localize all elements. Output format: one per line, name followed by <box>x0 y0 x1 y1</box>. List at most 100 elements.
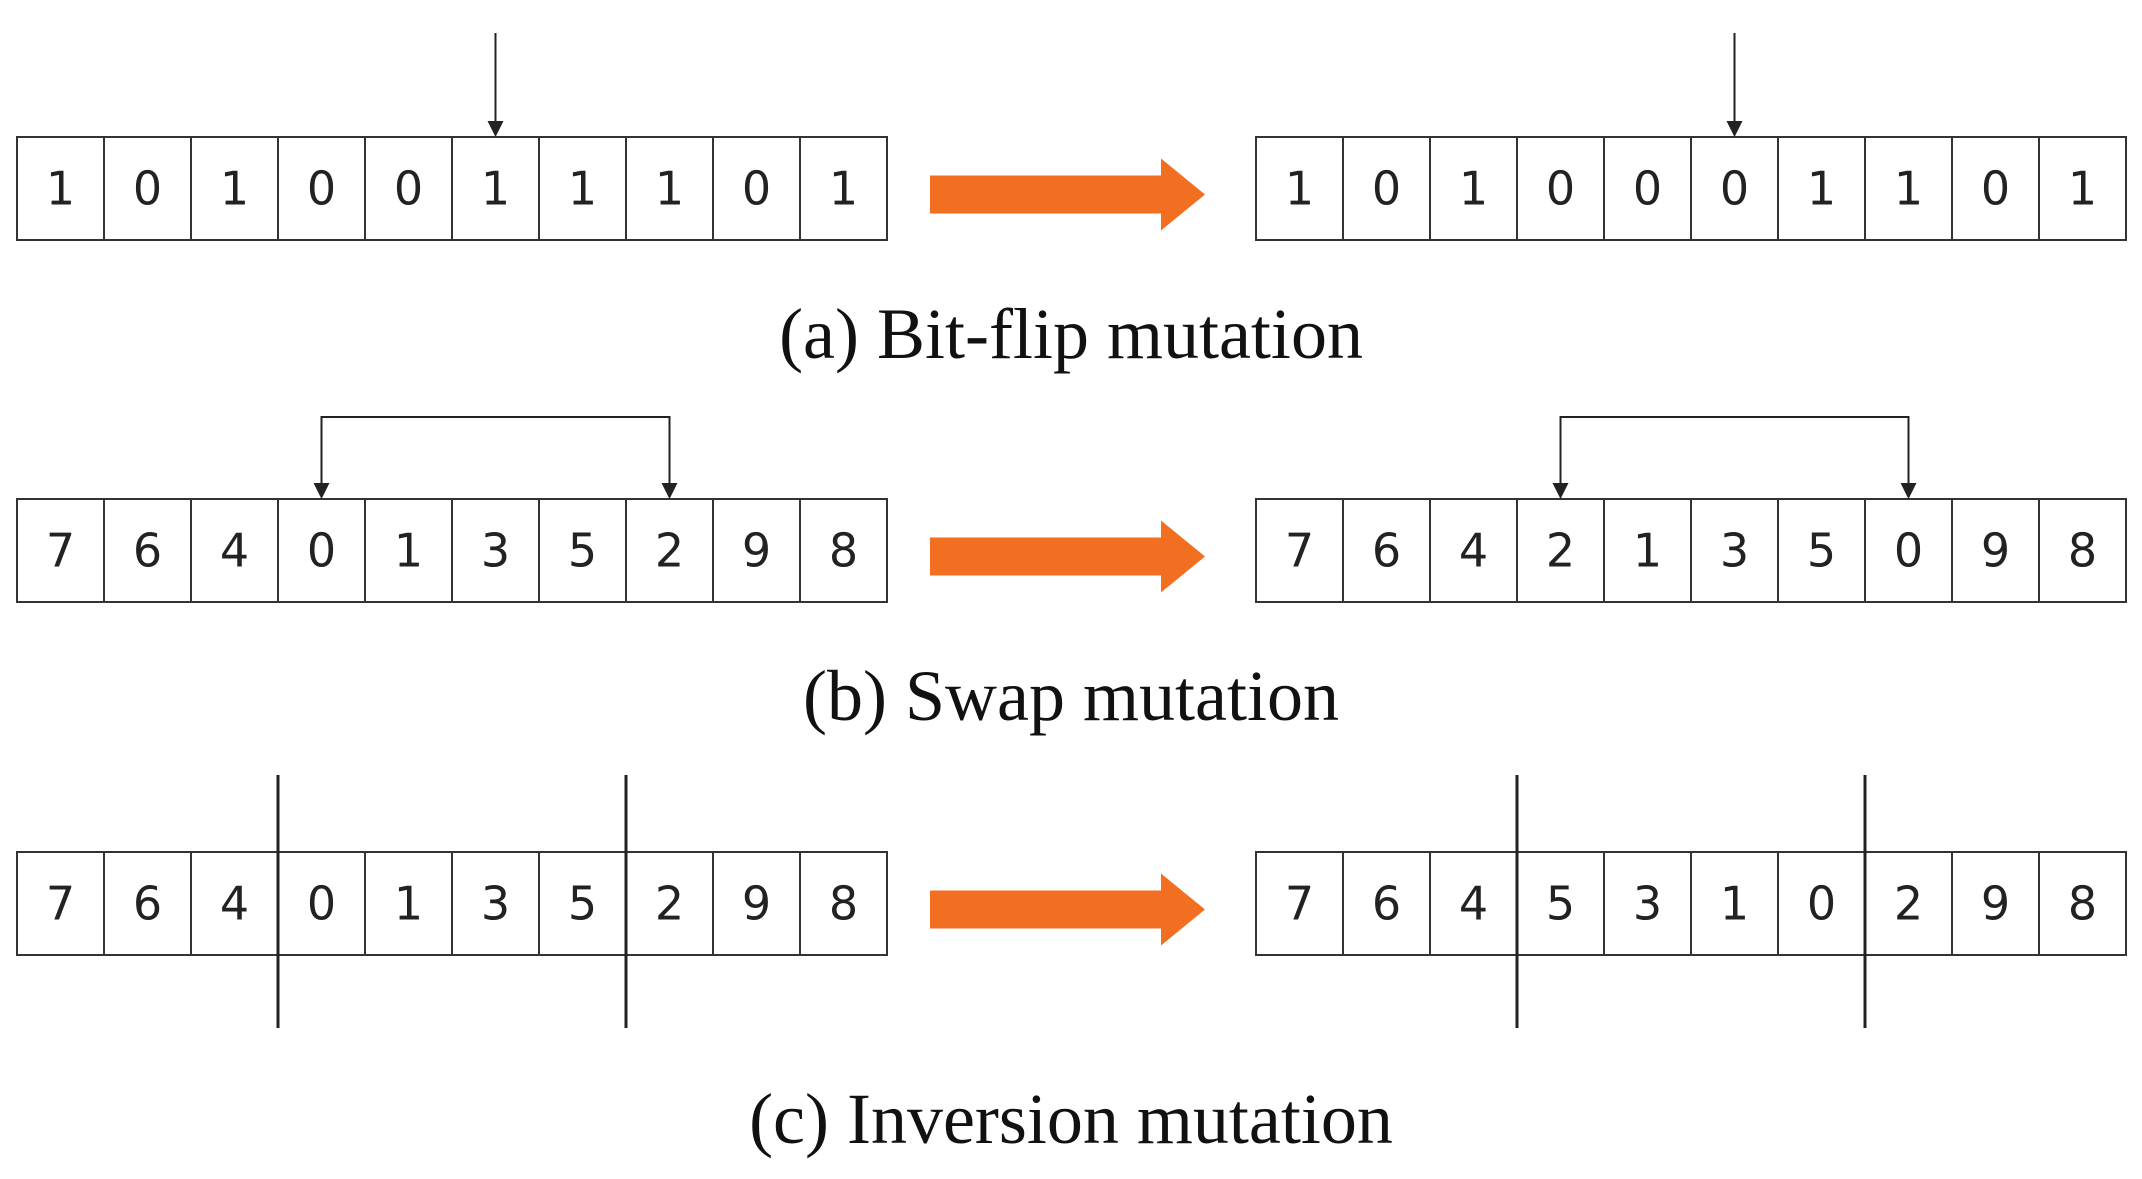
cell-box <box>625 851 714 956</box>
cell-box <box>538 136 627 241</box>
cell-value: 2 <box>655 524 684 578</box>
cell-value: 2 <box>1546 524 1575 578</box>
cell-box <box>1690 136 1779 241</box>
cell-value: 1 <box>1459 162 1488 216</box>
array-cell: 4 <box>190 851 279 956</box>
cell-value: 3 <box>481 877 510 931</box>
cell-value: 1 <box>1894 162 1923 216</box>
cell-value: 8 <box>2068 877 2097 931</box>
arrowhead <box>661 483 678 499</box>
cell-box <box>1255 851 1344 956</box>
array-cell: 8 <box>799 498 888 603</box>
array-cell: 8 <box>2038 498 2127 603</box>
array-cell: 0 <box>1516 136 1605 241</box>
array-cell: 4 <box>1429 498 1518 603</box>
array-cell: 3 <box>1690 498 1779 603</box>
array-cell: 6 <box>103 498 192 603</box>
cell-value: 5 <box>1807 524 1836 578</box>
cell-value: 6 <box>133 877 162 931</box>
array-cell: 6 <box>1342 498 1431 603</box>
cell-box <box>1864 498 1953 603</box>
cell-value: 9 <box>1981 524 2010 578</box>
cell-value: 7 <box>1285 524 1314 578</box>
swap-bracket <box>313 416 678 499</box>
array-cell: 5 <box>538 498 627 603</box>
cell-box <box>103 136 192 241</box>
array-cell: 1 <box>364 498 453 603</box>
cell-value: 4 <box>1459 524 1488 578</box>
cell-value: 2 <box>655 877 684 931</box>
array-cell: 7 <box>1255 498 1344 603</box>
bracket-line <box>1559 416 1910 485</box>
cell-value: 1 <box>829 162 858 216</box>
array-cell: 0 <box>277 136 366 241</box>
mutation-point-arrow <box>487 33 504 137</box>
cell-value: 6 <box>133 524 162 578</box>
cell-value: 8 <box>829 877 858 931</box>
arrowhead <box>1552 483 1569 499</box>
cell-value: 0 <box>1372 162 1401 216</box>
cell-box <box>16 498 105 603</box>
orange-arrow-icon <box>930 158 1205 231</box>
cell-box <box>1951 498 2040 603</box>
cell-value: 5 <box>568 524 597 578</box>
cell-value: 6 <box>1372 877 1401 931</box>
cell-box <box>1255 498 1344 603</box>
array-cell: 0 <box>364 136 453 241</box>
cell-value: 2 <box>1894 877 1923 931</box>
cell-value: 3 <box>1720 524 1749 578</box>
cell-box <box>1777 851 1866 956</box>
cell-value: 0 <box>742 162 771 216</box>
cell-box <box>1951 136 2040 241</box>
cell-box <box>1777 136 1866 241</box>
caption-inversion: (c) Inversion mutation <box>749 1079 1393 1159</box>
cell-box <box>799 851 888 956</box>
array-cell: 2 <box>625 851 714 956</box>
array-cell: 0 <box>1951 136 2040 241</box>
cell-value: 1 <box>220 162 249 216</box>
cell-value: 0 <box>133 162 162 216</box>
array-cell: 1 <box>1603 498 1692 603</box>
cell-box <box>16 851 105 956</box>
cell-box <box>712 136 801 241</box>
cell-box <box>1429 851 1518 956</box>
array-cell: 0 <box>277 498 366 603</box>
array-cell: 1 <box>1864 136 1953 241</box>
cell-box <box>1690 498 1779 603</box>
array-cell: 1 <box>799 136 888 241</box>
cell-box <box>16 136 105 241</box>
array-cell: 5 <box>1777 498 1866 603</box>
cell-box <box>277 498 366 603</box>
cell-value: 1 <box>1285 162 1314 216</box>
cell-value: 7 <box>1285 877 1314 931</box>
cell-box <box>364 136 453 241</box>
transition-arrow <box>930 520 1205 593</box>
cell-value: 4 <box>1459 877 1488 931</box>
cell-box <box>1429 136 1518 241</box>
cell-value: 3 <box>1633 877 1662 931</box>
cell-value: 0 <box>1633 162 1662 216</box>
cell-value: 0 <box>1981 162 2010 216</box>
array-cell: 9 <box>712 851 801 956</box>
array-cell: 1 <box>1255 136 1344 241</box>
array-cell: 1 <box>364 851 453 956</box>
cell-box <box>1864 851 1953 956</box>
array-cell: 0 <box>1603 136 1692 241</box>
array-cell: 2 <box>1864 851 1953 956</box>
arrowhead <box>1900 483 1917 499</box>
cell-value: 3 <box>481 524 510 578</box>
array-cell: 1 <box>625 136 714 241</box>
cell-box <box>1516 851 1605 956</box>
array-cell: 8 <box>2038 851 2127 956</box>
array-cell: 4 <box>190 498 279 603</box>
cell-box <box>103 498 192 603</box>
caption-swap: (b) Swap mutation <box>803 656 1339 736</box>
transition-arrow <box>930 158 1205 231</box>
cell-value: 1 <box>1807 162 1836 216</box>
array-cell: 1 <box>1777 136 1866 241</box>
array-cell: 1 <box>190 136 279 241</box>
cell-box <box>2038 136 2127 241</box>
